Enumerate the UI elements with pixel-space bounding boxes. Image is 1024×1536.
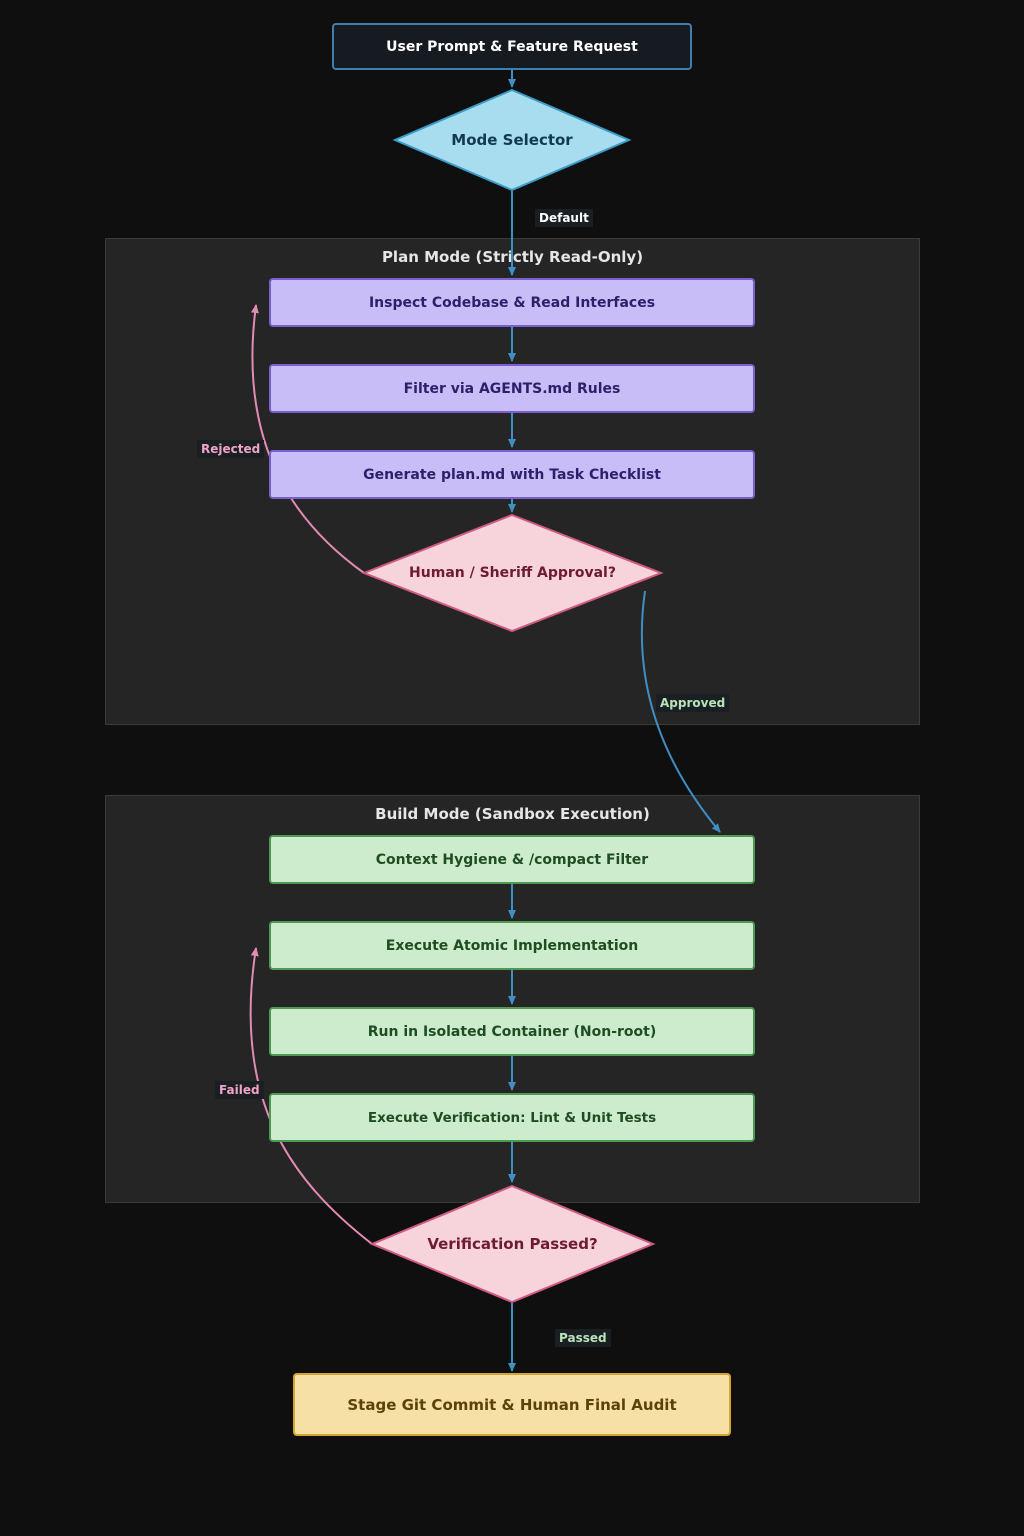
edge-label-rejected: Rejected xyxy=(197,440,265,458)
approval-label: Human / Sheriff Approval? xyxy=(409,565,616,581)
inspect-node: Inspect Codebase & Read Interfaces xyxy=(269,278,755,327)
final-node: Stage Git Commit & Human Final Audit xyxy=(293,1373,731,1436)
mode-selector-diamond xyxy=(392,88,632,192)
edge-label-default: Default xyxy=(535,209,593,227)
approval-diamond xyxy=(361,513,664,633)
verification-passed-label: Verification Passed? xyxy=(427,1235,598,1253)
edge-approval-approved xyxy=(640,590,721,833)
edge-label-failed: Failed xyxy=(215,1081,264,1099)
verification-passed-diamond xyxy=(369,1184,656,1304)
edge-label-passed: Passed xyxy=(555,1329,611,1347)
build-mode-title: Build Mode (Sandbox Execution) xyxy=(375,805,650,823)
generate-plan-node: Generate plan.md with Task Checklist xyxy=(269,450,755,499)
edge-approval-rejected xyxy=(250,304,365,574)
filter-node: Filter via AGENTS.md Rules xyxy=(269,364,755,413)
execute-node: Execute Atomic Implementation xyxy=(269,921,755,970)
context-node: Context Hygiene & /compact Filter xyxy=(269,835,755,884)
mode-selector-label: Mode Selector xyxy=(451,131,573,149)
edge-label-approved: Approved xyxy=(656,694,730,712)
verification-node: Execute Verification: Lint & Unit Tests xyxy=(269,1093,755,1142)
start-node: User Prompt & Feature Request xyxy=(332,23,692,70)
run-container-node: Run in Isolated Container (Non-root) xyxy=(269,1007,755,1056)
